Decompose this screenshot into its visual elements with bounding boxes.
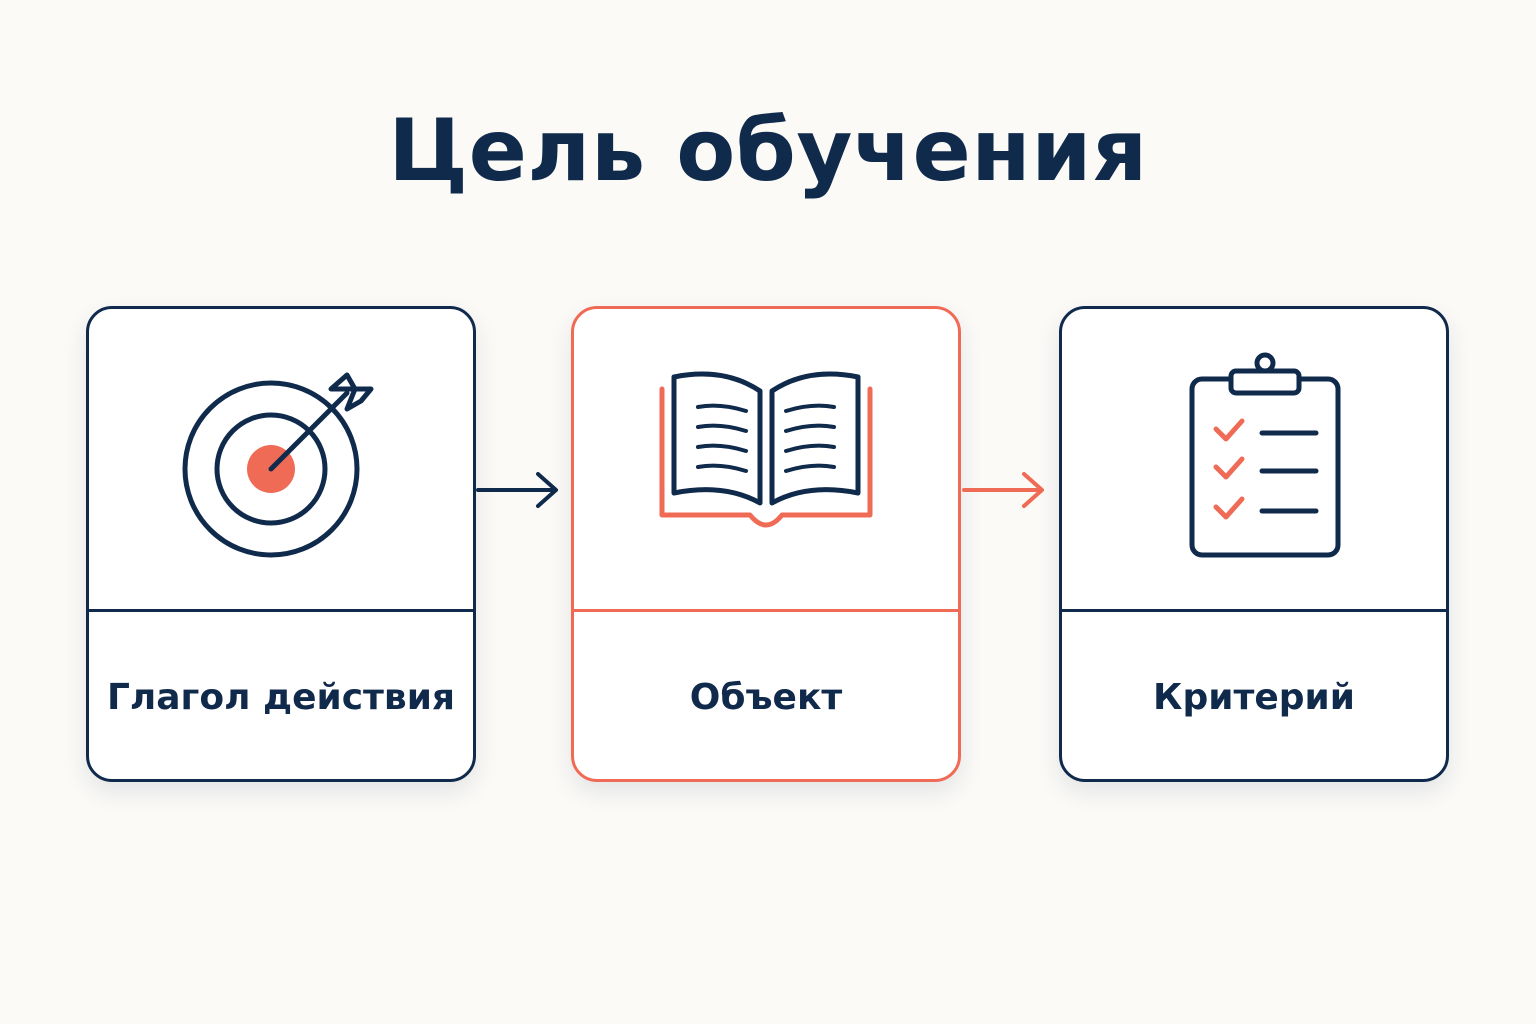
open-book-icon — [659, 371, 873, 528]
connector-arrow — [962, 472, 1044, 508]
diagram-title: Цель обучения — [388, 101, 1148, 201]
card-action-verb: Глагол действия — [86, 306, 476, 782]
card-label: Критерий — [1153, 676, 1355, 718]
card-divider — [1062, 609, 1446, 612]
card-icon-area — [574, 309, 958, 609]
card-divider — [574, 609, 958, 612]
target-arrow-icon — [182, 372, 374, 558]
card-icon-area — [1062, 309, 1446, 609]
connector-arrow — [476, 472, 558, 508]
clipboard-checklist-icon — [1189, 352, 1341, 558]
card-label: Объект — [689, 676, 843, 718]
card-icon-area — [89, 309, 473, 609]
card-label: Глагол действия — [106, 676, 456, 718]
card-divider — [89, 609, 473, 612]
card-object: Объект — [571, 306, 961, 782]
card-criterion: Критерий — [1059, 306, 1449, 782]
